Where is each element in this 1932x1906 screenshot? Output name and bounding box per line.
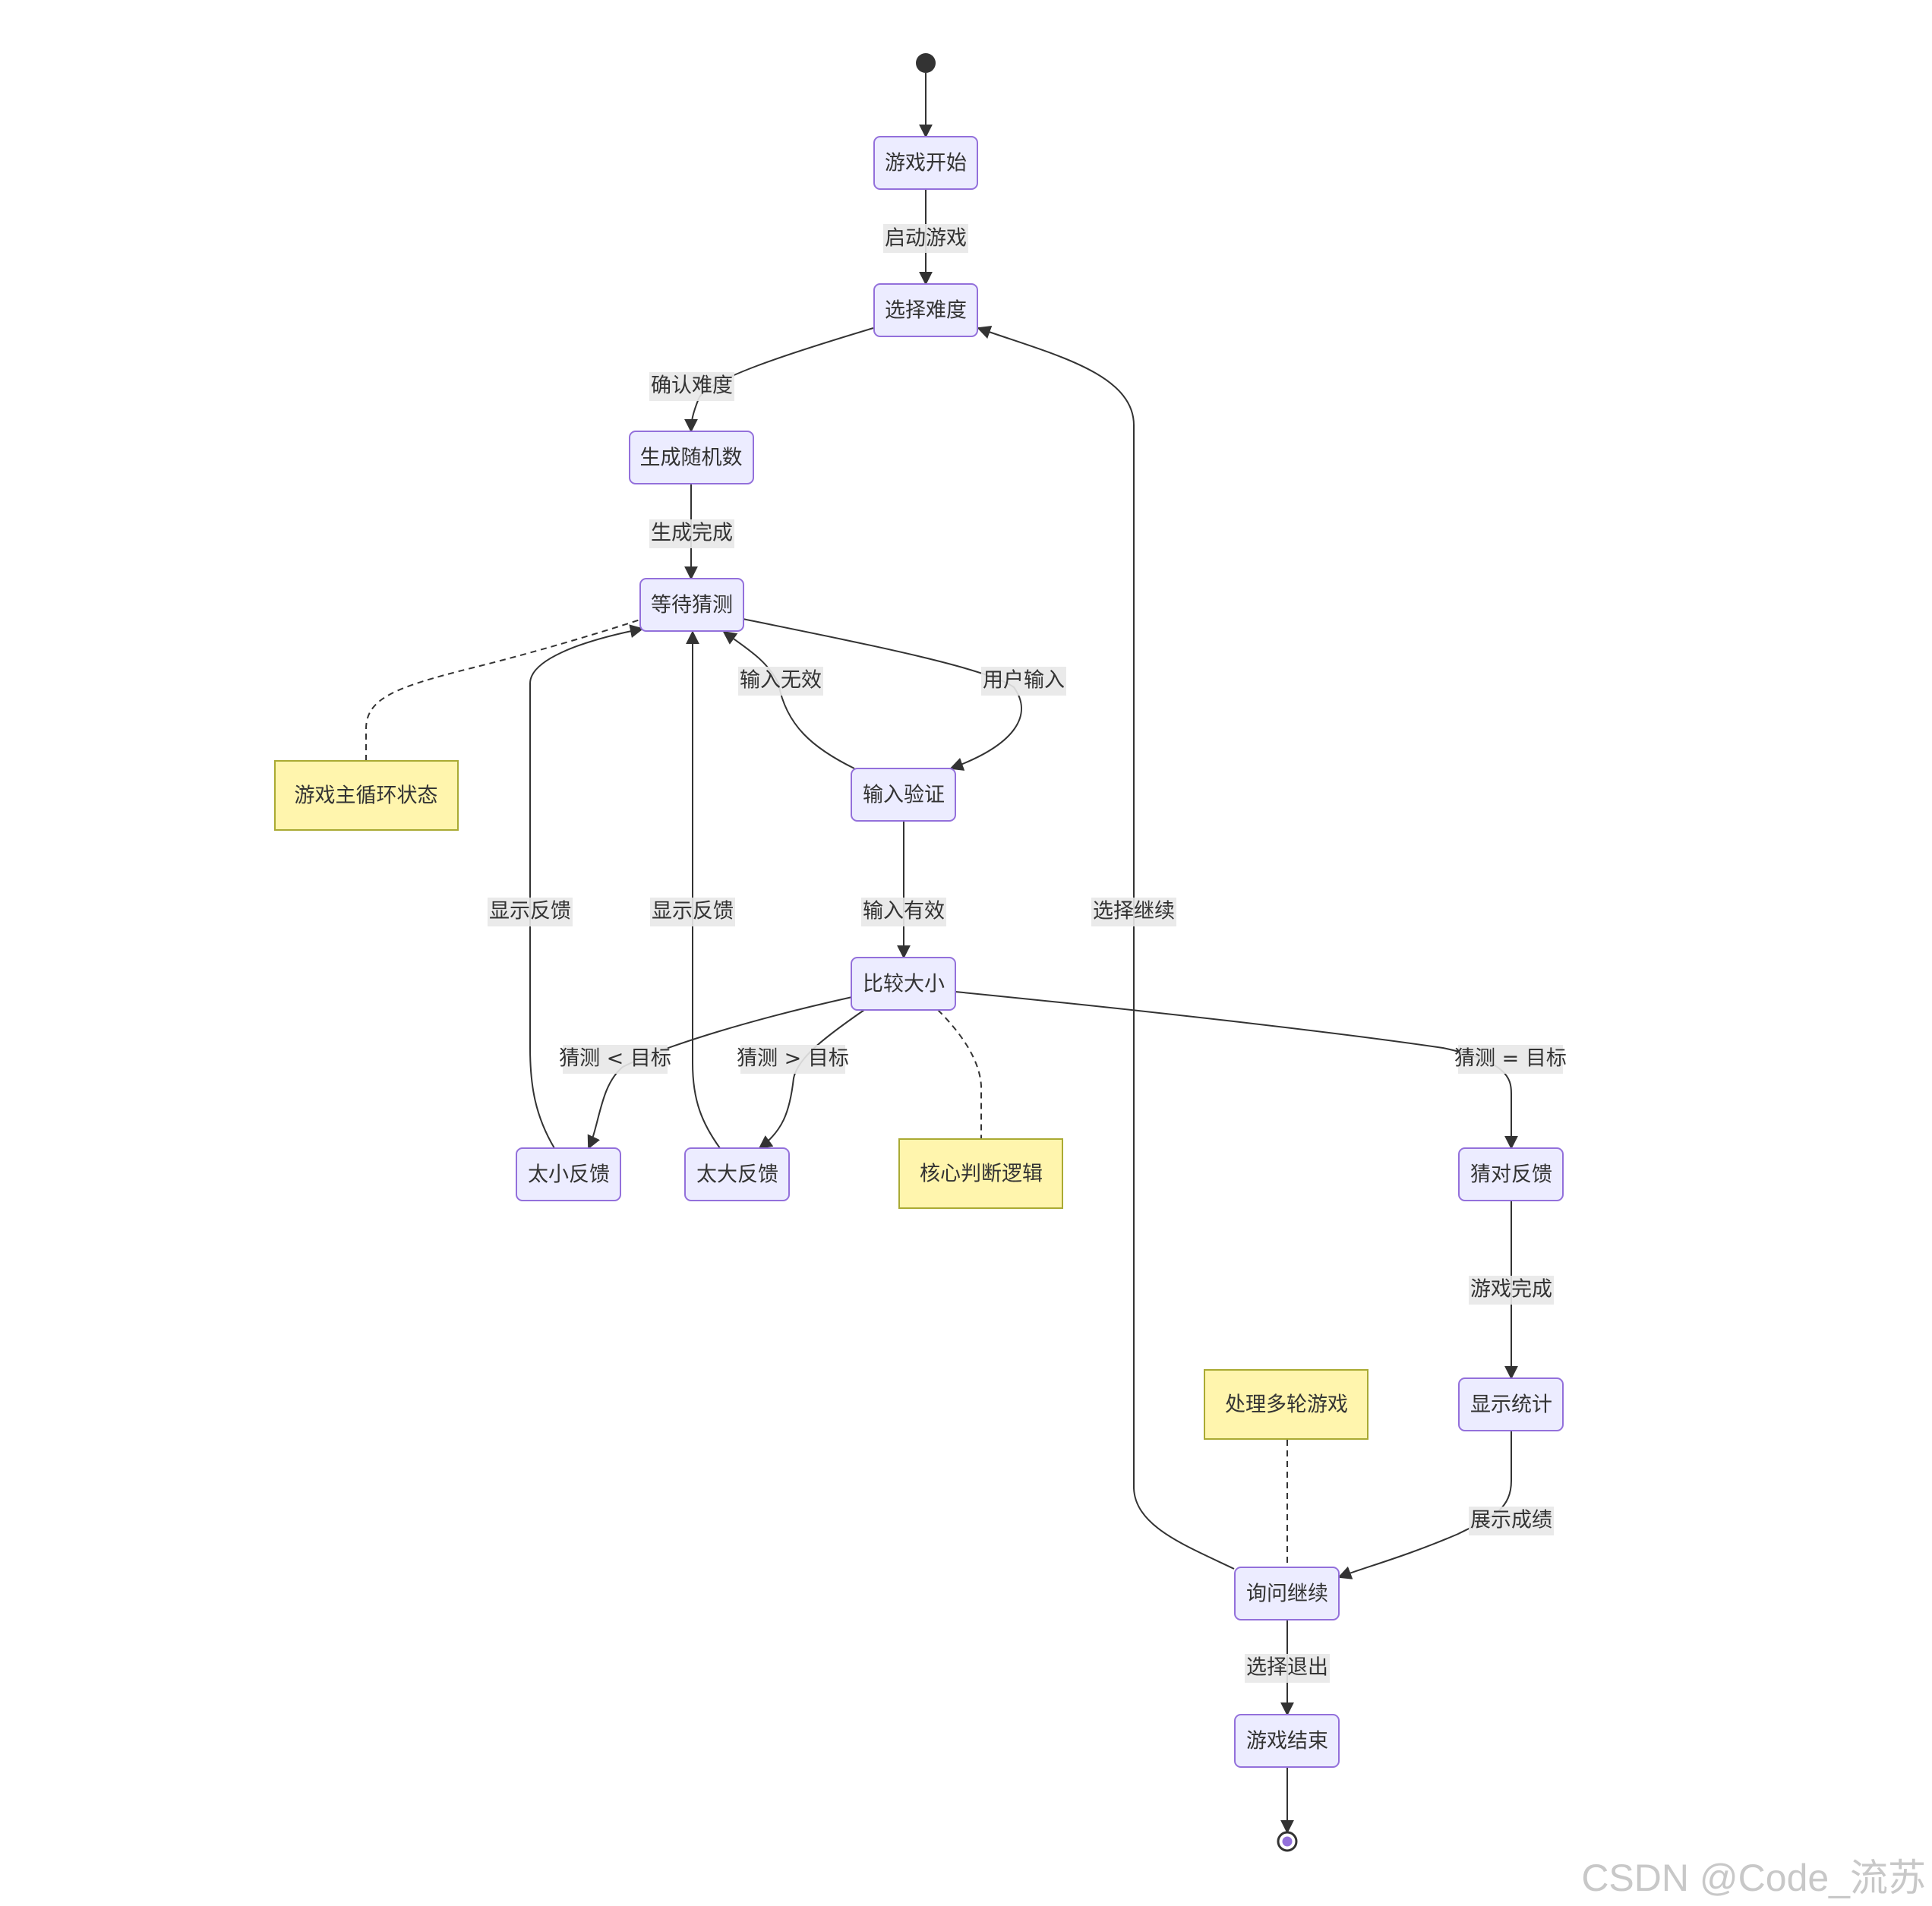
svg-text:显示反馈: 显示反馈 — [489, 900, 571, 923]
state-ask-continue: 询问继续 — [1234, 1567, 1340, 1620]
state-game-end-label: 游戏结束 — [1246, 1730, 1328, 1753]
note-main-loop: 游戏主循环状态 — [274, 760, 459, 831]
edge-label-show-feedback-big: 显示反馈 — [650, 898, 735, 926]
edge-label-input-invalid: 输入无效 — [738, 667, 823, 696]
note-multi-round-text: 处理多轮游戏 — [1225, 1393, 1348, 1417]
state-correct-label: 猜对反馈 — [1470, 1163, 1552, 1187]
edge-too-big-to-wait-guess — [686, 630, 721, 1149]
end-node-icon — [1277, 1831, 1298, 1852]
note-link-core-logic — [937, 1009, 982, 1139]
state-wait-guess-label: 等待猜测 — [651, 594, 733, 617]
state-wait-guess: 等待猜测 — [639, 578, 744, 632]
state-compare-label: 比较大小 — [863, 973, 945, 996]
state-input-validate-label: 输入验证 — [863, 784, 945, 807]
svg-text:游戏完成: 游戏完成 — [1470, 1278, 1552, 1302]
state-input-validate: 输入验证 — [851, 768, 956, 822]
edge-too-small-to-wait-guess — [529, 624, 644, 1149]
svg-text:选择继续: 选择继续 — [1093, 900, 1175, 923]
svg-text:生成完成: 生成完成 — [651, 522, 733, 545]
edge-label-confirm-difficulty: 确认难度 — [649, 372, 734, 401]
note-core-logic-text: 核心判断逻辑 — [920, 1163, 1043, 1186]
state-compare: 比较大小 — [851, 957, 956, 1011]
svg-text:选择退出: 选择退出 — [1246, 1656, 1328, 1680]
svg-text:输入无效: 输入无效 — [740, 669, 822, 693]
edge-label-user-input: 用户输入 — [981, 667, 1066, 696]
state-select-difficulty: 选择难度 — [873, 283, 978, 337]
edge-labels: 启动游戏 确认难度 生成完成 用户输入 输入无效 输入有效 显示反馈 显示反馈 — [488, 224, 1567, 1683]
edge-label-show-results: 展示成绩 — [1469, 1507, 1554, 1535]
state-too-big-label: 太大反馈 — [696, 1163, 778, 1187]
state-show-stats: 显示统计 — [1458, 1377, 1564, 1431]
note-link-main-loop — [365, 618, 643, 761]
edge-label-guess-lt: 猜测 < 目标 — [559, 1045, 671, 1074]
edge-label-generated: 生成完成 — [649, 519, 734, 548]
state-too-small: 太小反馈 — [516, 1147, 621, 1201]
edge-compare-to-correct — [955, 991, 1518, 1150]
edge-label-show-feedback-small: 显示反馈 — [488, 898, 573, 926]
note-core-logic: 核心判断逻辑 — [898, 1138, 1063, 1209]
edge-ask-continue-to-select-difficulty — [977, 325, 1235, 1570]
edge-label-guess-eq: 猜测 = 目标 — [1454, 1045, 1567, 1074]
edge-label-choose-continue: 选择继续 — [1091, 898, 1176, 926]
note-main-loop-text: 游戏主循环状态 — [295, 784, 438, 808]
edge-label-guess-gt: 猜测 > 目标 — [737, 1045, 849, 1074]
svg-text:展示成绩: 展示成绩 — [1470, 1509, 1552, 1532]
state-correct: 猜对反馈 — [1458, 1147, 1564, 1201]
edge-label-input-valid: 输入有效 — [861, 898, 946, 926]
state-too-big: 太大反馈 — [684, 1147, 790, 1201]
state-select-difficulty-label: 选择难度 — [885, 299, 967, 323]
note-multi-round: 处理多轮游戏 — [1204, 1369, 1368, 1440]
edge-input-validate-to-wait-guess — [722, 630, 855, 769]
state-too-small-label: 太小反馈 — [528, 1163, 610, 1187]
edge-label-game-complete: 游戏完成 — [1469, 1276, 1554, 1305]
svg-text:猜测 = 目标: 猜测 = 目标 — [1454, 1047, 1567, 1071]
edge-compare-to-too-big — [758, 1009, 865, 1150]
state-game-start-label: 游戏开始 — [885, 152, 967, 175]
svg-text:输入有效: 输入有效 — [863, 900, 945, 923]
svg-text:猜测 < 目标: 猜测 < 目标 — [559, 1047, 671, 1071]
state-ask-continue-label: 询问继续 — [1246, 1583, 1328, 1606]
watermark-text: CSDN @Code_流苏 — [1581, 1857, 1926, 1899]
state-show-stats-label: 显示统计 — [1470, 1393, 1552, 1417]
svg-text:确认难度: 确认难度 — [651, 374, 733, 398]
svg-text:启动游戏: 启动游戏 — [885, 227, 967, 251]
state-game-start: 游戏开始 — [873, 136, 978, 190]
state-generate-random: 生成随机数 — [629, 431, 754, 484]
start-node-icon — [916, 53, 936, 73]
edge-label-choose-exit: 选择退出 — [1245, 1654, 1330, 1683]
state-generate-random-label: 生成随机数 — [640, 447, 743, 470]
edge-label-start-game: 启动游戏 — [883, 224, 968, 253]
edge-show-stats-to-ask-continue — [1337, 1431, 1512, 1579]
svg-text:猜测 > 目标: 猜测 > 目标 — [737, 1047, 849, 1071]
svg-text:用户输入: 用户输入 — [983, 669, 1065, 693]
state-game-end: 游戏结束 — [1234, 1714, 1340, 1768]
svg-text:显示反馈: 显示反馈 — [652, 900, 734, 923]
